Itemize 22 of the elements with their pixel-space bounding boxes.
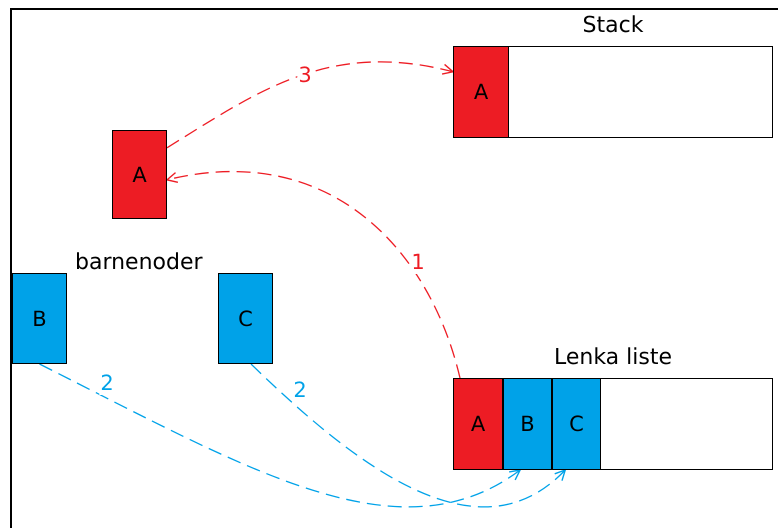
arrow xyxy=(39,363,521,507)
element-label: A xyxy=(132,162,147,186)
element-label: B xyxy=(520,412,535,436)
element-box xyxy=(12,273,67,364)
list-title: Lenka liste xyxy=(552,345,674,370)
list-title: Stack xyxy=(582,13,644,38)
element-label: A xyxy=(470,412,486,436)
group-label: barnenoder xyxy=(75,250,203,275)
element-box xyxy=(218,273,273,364)
element-box xyxy=(503,378,552,470)
arrow xyxy=(166,171,461,378)
element-label: B xyxy=(32,306,47,330)
element-label: C xyxy=(238,306,253,330)
element-box xyxy=(453,378,503,470)
element-label: A xyxy=(474,80,488,104)
arrow xyxy=(250,364,566,507)
arrow xyxy=(166,61,454,148)
edge-label: 2 xyxy=(99,371,115,395)
element-box xyxy=(453,46,509,138)
element-box xyxy=(552,378,601,470)
element-label: C xyxy=(569,412,584,436)
element-box xyxy=(112,130,167,219)
